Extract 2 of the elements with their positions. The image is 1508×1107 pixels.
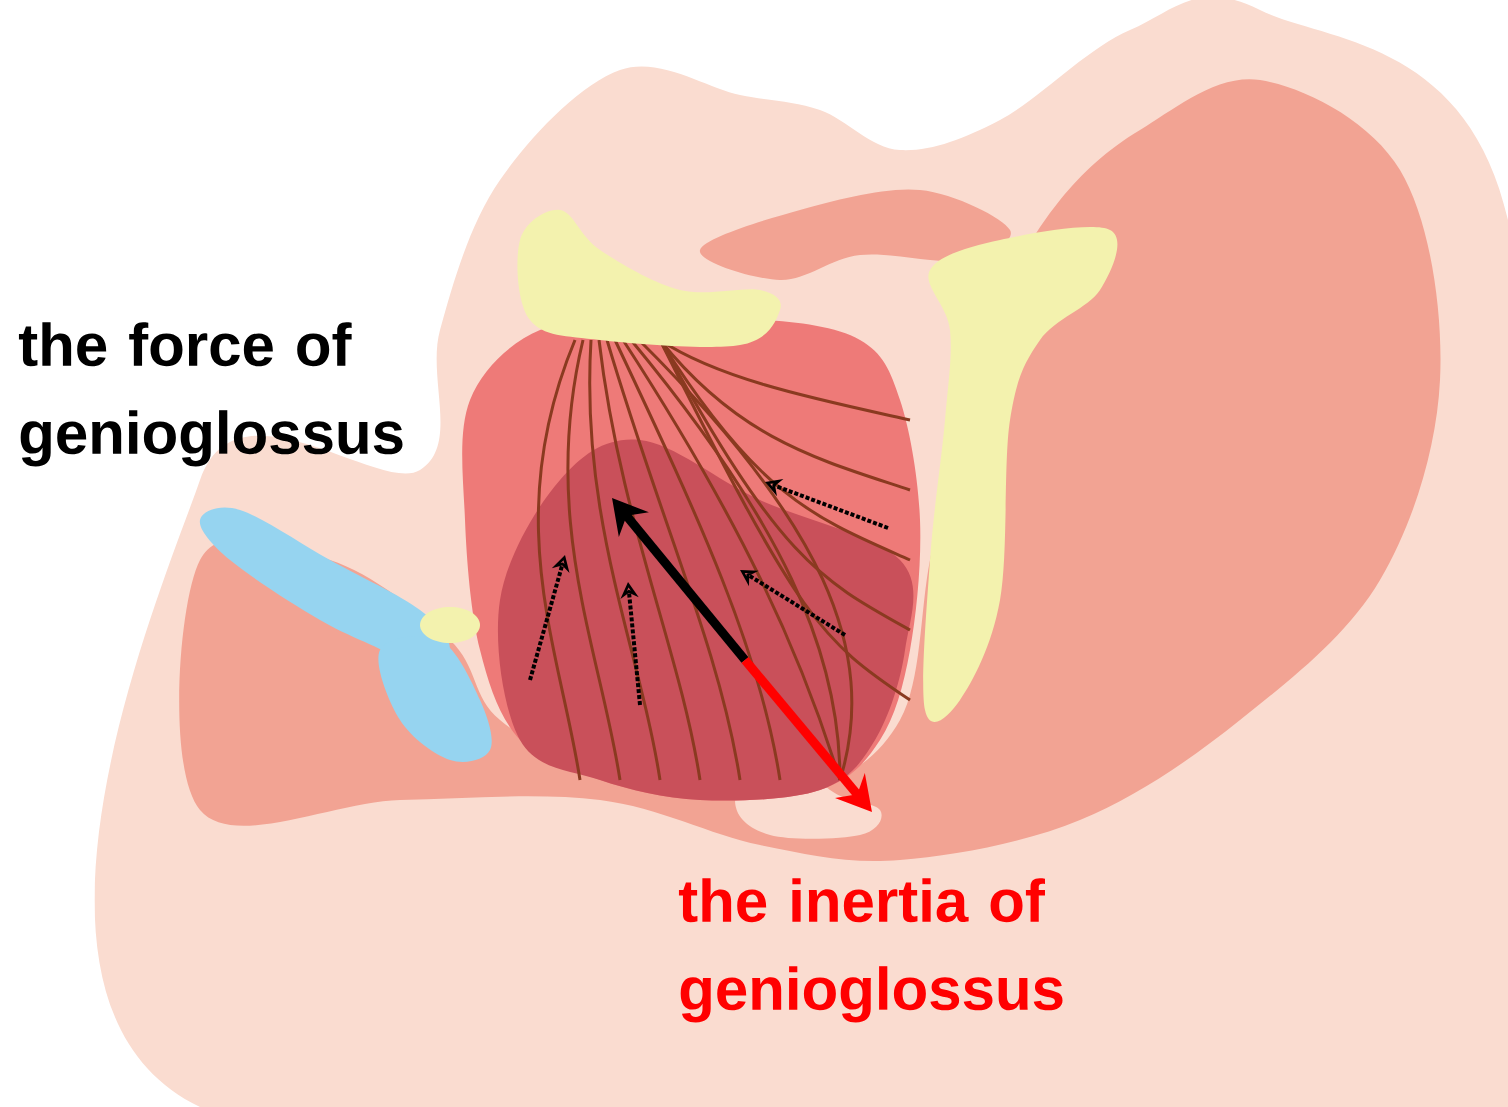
label: the force of genioglossus	[18, 322, 403, 467]
label: the inertia of genioglossus	[678, 878, 1063, 1023]
